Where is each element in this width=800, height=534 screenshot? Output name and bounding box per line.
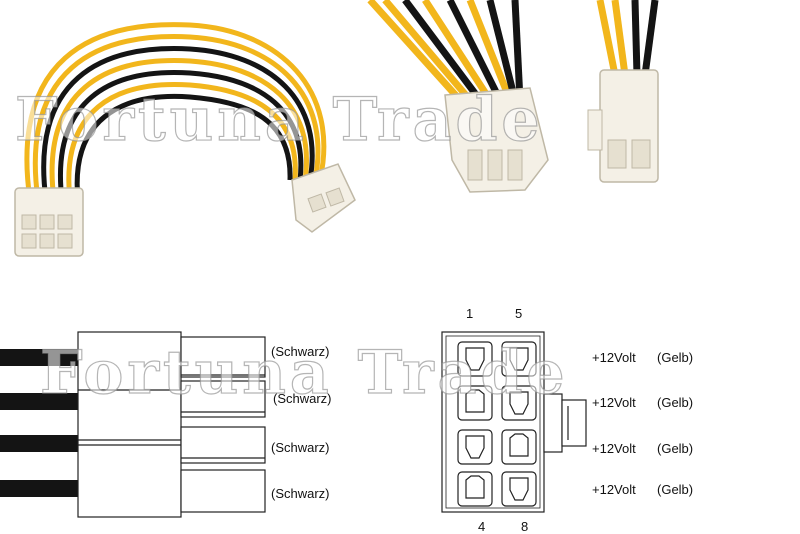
product-photos: Fortuna Trade [14, 0, 659, 257]
wire-label-4: (Schwarz) [271, 486, 330, 501]
photo-8pin-closeup [367, 0, 549, 193]
connector-side-view [0, 331, 266, 518]
photo-cable-overview [14, 22, 356, 257]
photo-4pin-closeup [587, 0, 659, 183]
pin-number-1: 1 [466, 306, 474, 321]
pin-1 [457, 341, 493, 377]
voltage-label-3: +12Volt [592, 441, 636, 456]
pin-8 [501, 471, 537, 507]
wire-label-1: (Schwarz) [271, 344, 330, 359]
color-label-3: (Gelb) [657, 441, 694, 456]
color-label-1: (Gelb) [657, 350, 694, 365]
wire-label-3: (Schwarz) [271, 440, 330, 455]
pin-7 [501, 429, 537, 465]
pin-5 [501, 341, 537, 377]
pin-4 [457, 471, 493, 507]
pin-2 [457, 385, 493, 421]
color-label-4: (Gelb) [657, 482, 694, 497]
pin-number-5: 5 [515, 306, 523, 321]
voltage-label-4: +12Volt [592, 482, 636, 497]
diagram-lines [0, 331, 587, 518]
pin-3 [457, 429, 493, 465]
color-label-2: (Gelb) [657, 395, 694, 410]
pin-grid [457, 341, 537, 507]
pin-6 [501, 385, 537, 421]
voltage-label-2: +12Volt [592, 395, 636, 410]
wiring-diagrams: (Schwarz) (Schwarz) (Schwarz) (Schwarz) … [0, 290, 800, 534]
wire-label-2: (Schwarz) [273, 391, 332, 406]
cable-photo-illustration [14, 0, 659, 257]
voltage-label-1: +12Volt [592, 350, 636, 365]
